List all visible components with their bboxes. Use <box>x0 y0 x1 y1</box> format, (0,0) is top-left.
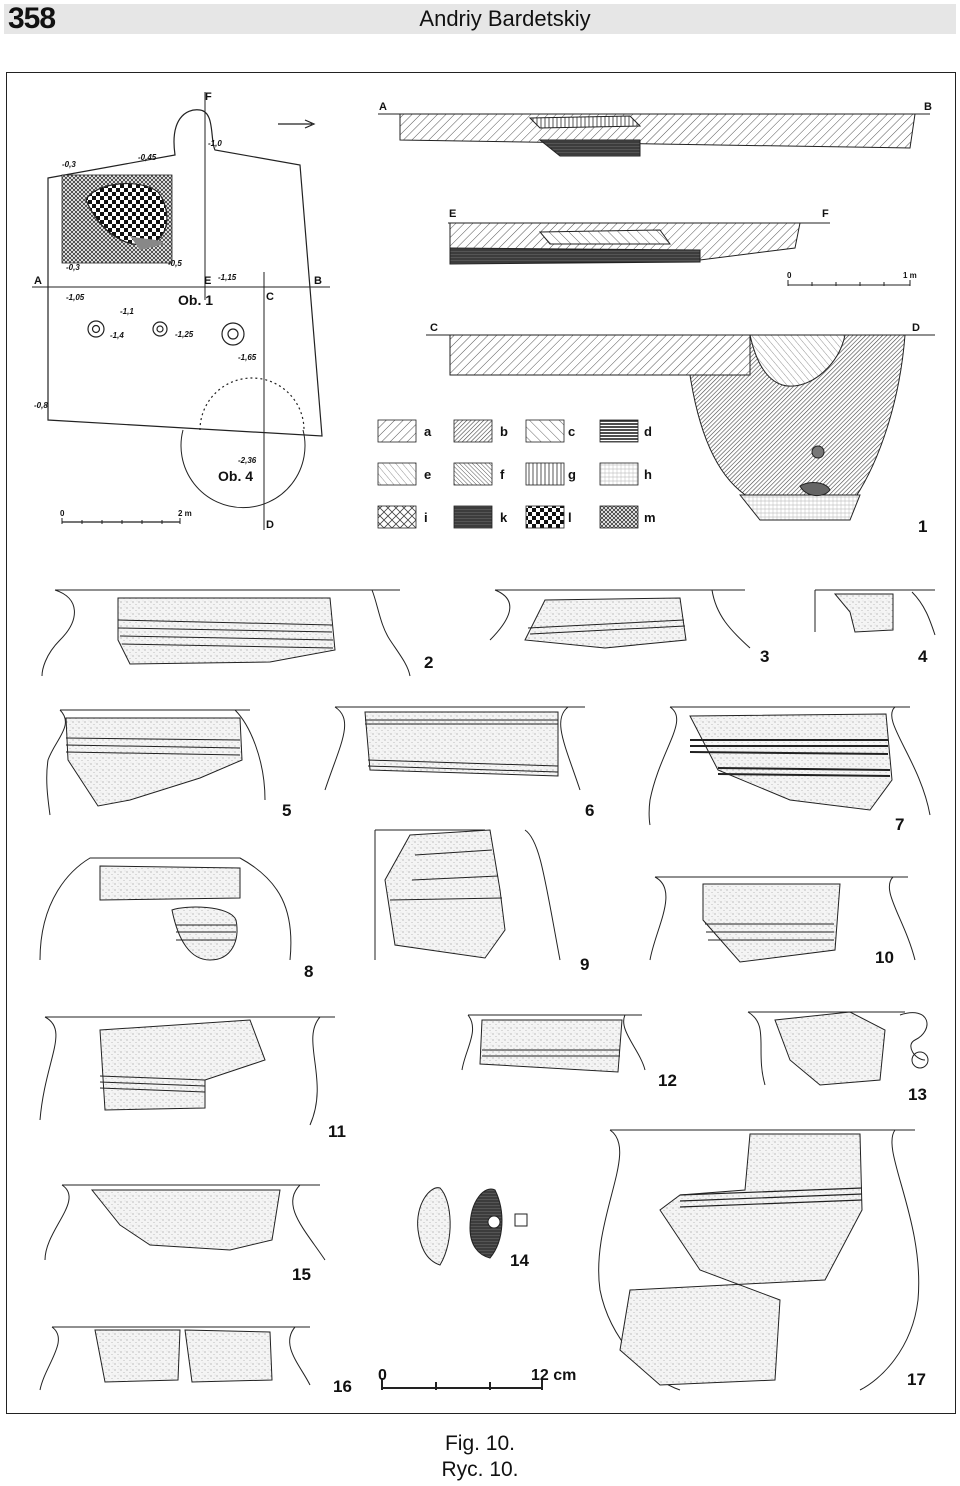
section-ef <box>448 222 830 265</box>
svg-text:g: g <box>568 467 576 482</box>
svg-text:E: E <box>449 208 456 220</box>
pottery-scale <box>381 1378 543 1390</box>
svg-text:d: d <box>644 424 652 439</box>
svg-text:C: C <box>430 322 438 334</box>
section-cd <box>426 334 935 521</box>
fig-number-4: 4 <box>918 647 928 666</box>
fig-number-9: 9 <box>580 955 589 974</box>
svg-text:F: F <box>822 208 829 220</box>
fig-number-14: 14 <box>510 1251 529 1270</box>
svg-text:l: l <box>568 510 572 525</box>
label-F: F <box>205 91 212 103</box>
svg-text:-0,3: -0,3 <box>66 263 80 272</box>
figure-plate <box>6 72 956 1414</box>
svg-text:-0,3: -0,3 <box>62 160 76 169</box>
fig-number-7: 7 <box>895 815 904 834</box>
svg-text:A: A <box>379 101 387 113</box>
caption-english: Fig. 10. <box>444 1432 516 1455</box>
label-D: D <box>266 519 274 531</box>
pottery-scale-labels: 0 12 cm <box>378 1367 576 1384</box>
section-labels: A B E F C D 0 1 m <box>379 101 932 334</box>
label-B: B <box>314 275 322 287</box>
svg-text:1 m: 1 m <box>903 271 917 280</box>
svg-text:i: i <box>424 510 428 525</box>
svg-text:e: e <box>424 467 431 482</box>
legend: a b c d e f g h i k l m <box>377 419 656 529</box>
section-scale <box>787 280 911 286</box>
svg-text:0: 0 <box>378 1367 387 1384</box>
fig-number-8: 8 <box>304 962 313 981</box>
svg-text:2 m: 2 m <box>178 509 192 518</box>
svg-text:k: k <box>500 510 508 525</box>
fig-number-6: 6 <box>585 801 594 820</box>
page-header: 358 Andriy Bardetskiy <box>0 0 960 40</box>
label-E: E <box>204 275 211 287</box>
svg-text:-0,45: -0,45 <box>138 153 157 162</box>
label-C: C <box>266 291 274 303</box>
svg-text:b: b <box>500 424 508 439</box>
plan-depths: -1,0 -0,45 -0,3 -0,3 -0,5 -1,15 -1,05 -1… <box>34 139 257 465</box>
svg-text:-1,05: -1,05 <box>66 293 85 302</box>
svg-text:D: D <box>912 322 920 334</box>
header-bar <box>4 4 956 34</box>
svg-text:m: m <box>644 510 656 525</box>
svg-text:0: 0 <box>787 271 792 280</box>
fig-number-16: 16 <box>333 1377 352 1396</box>
fig-number-10: 10 <box>875 948 894 967</box>
svg-text:a: a <box>424 424 432 439</box>
svg-text:f: f <box>500 467 505 482</box>
svg-text:h: h <box>644 467 652 482</box>
fig-number-12: 12 <box>658 1071 677 1090</box>
fig-number-1: 1 <box>918 517 927 536</box>
fig-number-3: 3 <box>760 647 769 666</box>
fig-number-15: 15 <box>292 1265 311 1284</box>
fig-number-11: 11 <box>328 1122 346 1141</box>
svg-text:-0,5: -0,5 <box>168 259 182 268</box>
label-ob1: Ob. 1 <box>178 292 213 308</box>
plan-labels: F A E B C D Ob. 1 Ob. 4 <box>34 91 322 531</box>
svg-text:12 cm: 12 cm <box>531 1367 576 1384</box>
pottery-drawings <box>39 589 936 1391</box>
section-ab <box>378 113 930 157</box>
site-plan <box>32 92 330 530</box>
fig-number-17: 17 <box>907 1370 926 1389</box>
svg-text:B: B <box>924 101 932 113</box>
running-head-author: Andriy Bardetskiy <box>419 6 591 31</box>
svg-text:-1,65: -1,65 <box>238 353 257 362</box>
caption-polish: Ryc. 10. <box>441 1458 519 1481</box>
svg-text:-1,0: -1,0 <box>208 139 222 148</box>
svg-text:-1,15: -1,15 <box>218 273 237 282</box>
label-A: A <box>34 275 42 287</box>
figure-numbers: 1 2 3 4 5 6 7 8 9 10 11 12 13 14 15 16 1… <box>282 517 928 1396</box>
label-ob4: Ob. 4 <box>218 468 253 484</box>
page-number: 358 <box>8 2 56 35</box>
fig-number-5: 5 <box>282 801 291 820</box>
fig-number-13: 13 <box>908 1085 927 1104</box>
svg-text:-1,25: -1,25 <box>175 330 194 339</box>
plan-scale: 0 2 m <box>60 509 192 518</box>
svg-text:-2,36: -2,36 <box>238 456 257 465</box>
svg-text:-1,1: -1,1 <box>120 307 134 316</box>
fig-number-2: 2 <box>424 653 433 672</box>
svg-text:c: c <box>568 424 575 439</box>
svg-text:-1,4: -1,4 <box>110 331 124 340</box>
svg-text:0: 0 <box>60 509 65 518</box>
svg-text:-0,8: -0,8 <box>34 401 48 410</box>
